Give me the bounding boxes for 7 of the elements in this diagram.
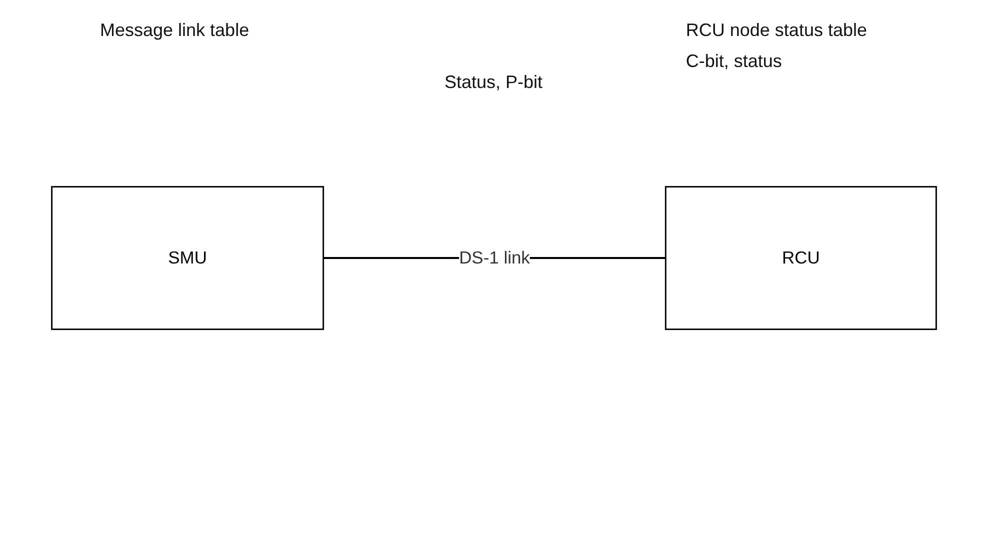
table-label: RCU node status table: [686, 20, 867, 41]
edge-label: DS-1 link: [458, 248, 530, 268]
table-label: Message link table: [100, 20, 250, 41]
signal-label: C-bit, status: [686, 51, 783, 72]
signal-label: Status, P-bit: [443, 72, 544, 93]
node-box: RCU: [664, 186, 936, 330]
node-box: SMU: [50, 186, 324, 330]
